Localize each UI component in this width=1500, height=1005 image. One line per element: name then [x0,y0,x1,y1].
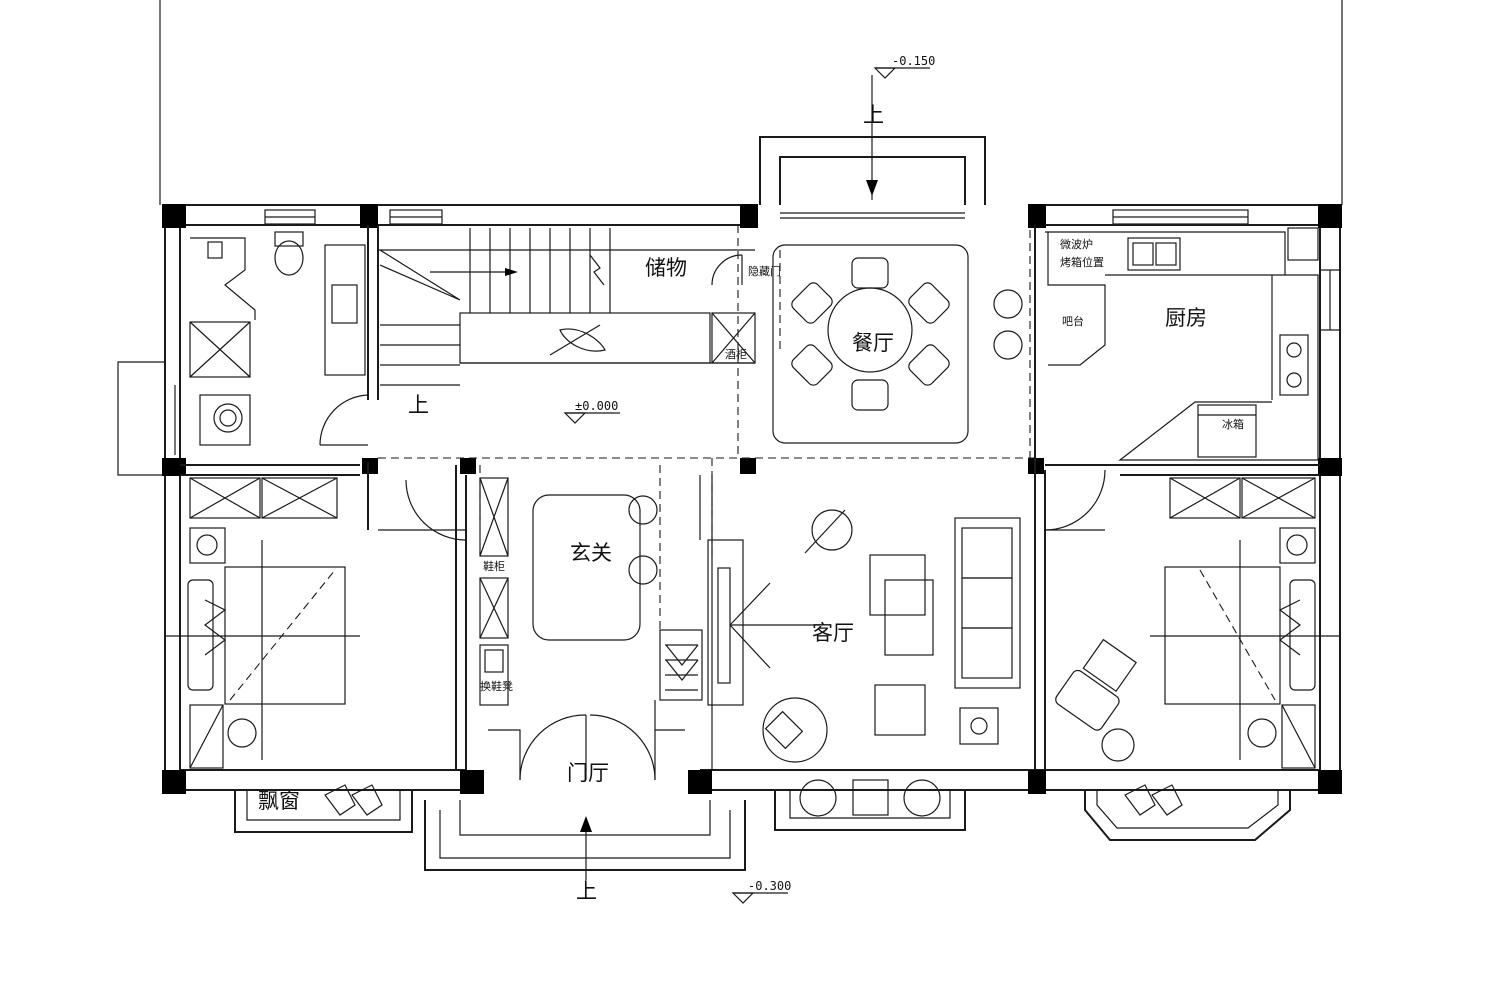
living-bay [774,779,966,831]
label-foyer: 玄关 [570,541,612,565]
label-dining: 餐厅 [852,331,894,355]
bay-window-left [234,784,413,833]
dining-furniture [772,244,1023,444]
columns [162,204,1342,794]
stair-up-bottom: 上 [576,879,597,903]
kitchen [1045,231,1319,461]
entrance-steps [424,800,746,880]
label-bay-window: 飘窗 [258,789,300,813]
stair-up-left: 上 [408,393,429,417]
foyer [378,477,703,781]
dining-bay [759,75,986,219]
bathroom [189,231,369,446]
stair-up-top: 上 [863,103,884,127]
label-hidden-door: 隐藏门 [748,264,781,278]
label-oven: 烤箱位置 [1060,255,1104,269]
stair-treads [379,228,611,386]
labels: 储物 隐藏门 酒柜 餐厅 微波炉 烤箱位置 吧台 厨房 冰箱 玄关 鞋柜 换鞋凳… [258,54,1244,903]
label-wine-cabinet: 酒柜 [725,348,747,361]
label-fridge: 冰箱 [1222,417,1244,431]
level-markers [563,67,930,904]
label-shoe-stool: 换鞋凳 [480,679,513,693]
label-shoe-cabinet: 鞋柜 [483,559,505,573]
label-microwave: 微波炉 [1060,237,1093,251]
level-bottom: -0.300 [748,879,791,893]
label-kitchen: 厨房 [1165,306,1207,330]
label-storage: 储物 [645,256,687,280]
bedroom-left [165,477,360,769]
label-entrance-hall: 门厅 [567,761,609,785]
label-living: 客厅 [812,621,854,645]
bedroom-right [1044,469,1340,769]
site-boundary [159,0,1343,205]
interior-walls [180,225,1320,770]
level-main: ±0.000 [575,399,618,413]
windows-top [264,209,1249,225]
living-room [707,509,1021,763]
dashed-zones [378,225,1035,630]
level-top: -0.150 [892,54,935,68]
label-bar: 吧台 [1062,314,1084,328]
bay-window-right [1084,784,1291,841]
exterior-walls [117,204,1341,791]
